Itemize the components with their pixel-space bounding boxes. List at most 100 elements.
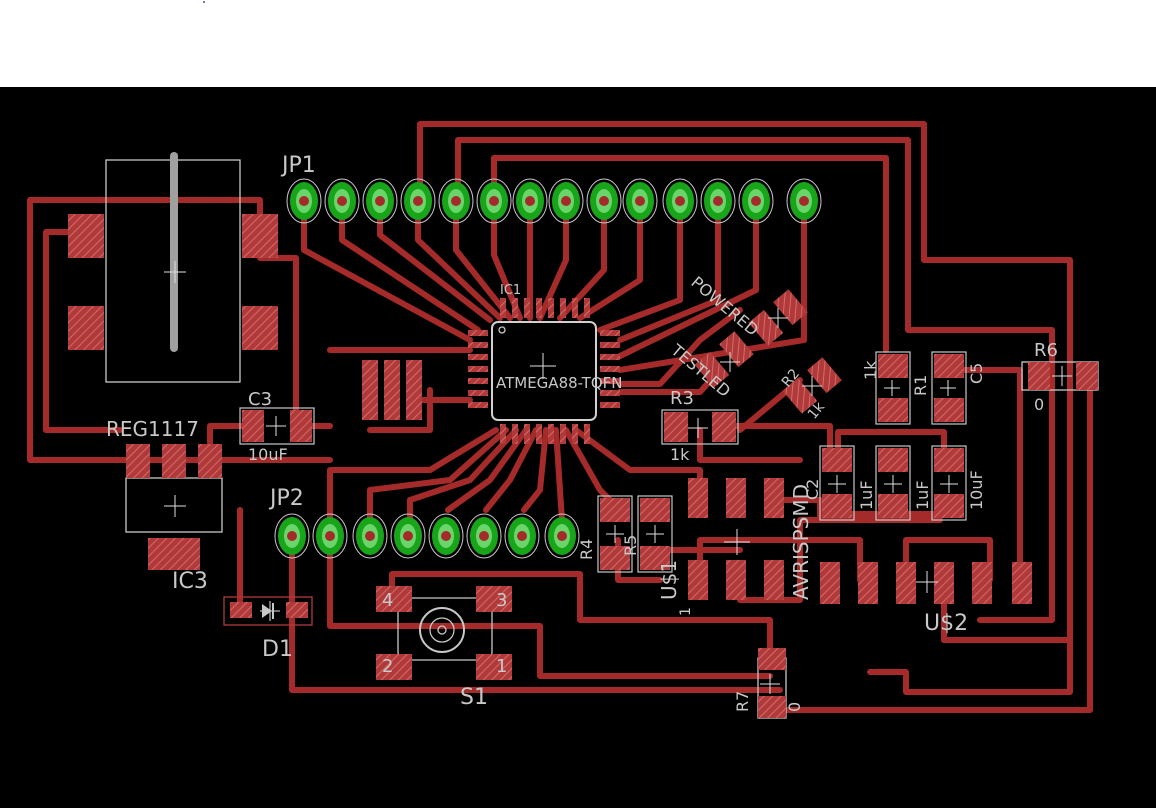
trace-s1 bbox=[327, 537, 773, 679]
jp1-pin-outline bbox=[324, 178, 360, 224]
jp2-pin-outline bbox=[428, 513, 464, 559]
jp1-pin-drill bbox=[561, 196, 571, 206]
jp2-pin-drill bbox=[441, 531, 451, 541]
jp2-pin-outline bbox=[390, 513, 426, 559]
label-c5: C5 bbox=[967, 363, 986, 384]
label-ic1: IC1 bbox=[500, 283, 521, 298]
jp2-header[interactable] bbox=[274, 513, 580, 559]
jp2-pin-outline bbox=[504, 513, 540, 559]
jp2-pin-outline bbox=[274, 513, 310, 559]
jp1-pin-drill bbox=[489, 196, 499, 206]
trace-top-2 bbox=[455, 137, 1055, 623]
jp1-pin-drill bbox=[713, 196, 723, 206]
jp1-pin-drill bbox=[375, 196, 385, 206]
label-c4-value: 1uF bbox=[913, 480, 932, 510]
jp1-pin-outline bbox=[786, 178, 822, 224]
jp1-pin-drill bbox=[799, 196, 809, 206]
label-jp2: JP2 bbox=[268, 486, 304, 511]
label-r1: R1 bbox=[911, 375, 930, 396]
label-s1-pin4-top: 4 bbox=[382, 590, 393, 611]
jp1-pin-drill bbox=[337, 196, 347, 206]
traces bbox=[27, 121, 1093, 713]
jp2-pin-drill bbox=[287, 531, 297, 541]
jp1-pin-outline bbox=[548, 178, 584, 224]
smd-outlines bbox=[239, 351, 967, 573]
jp1-pin-outline bbox=[438, 178, 474, 224]
jp2-pin-drill bbox=[479, 531, 489, 541]
label-r5: R5 bbox=[621, 535, 640, 556]
diode-symbol bbox=[262, 603, 274, 619]
jp1-pin-drill bbox=[599, 196, 609, 206]
jp1-pin-drill bbox=[635, 196, 645, 206]
label-c3: C3 bbox=[248, 389, 272, 410]
trace-top-outer bbox=[417, 121, 1073, 695]
jp1-pin-drill bbox=[413, 196, 423, 206]
window-top-area bbox=[0, 0, 1156, 87]
label-r3-value: 1k bbox=[670, 445, 690, 464]
label-r7-value: 0 bbox=[785, 702, 804, 712]
label-c2: C2 bbox=[803, 479, 822, 500]
jp2-pin-outline bbox=[352, 513, 388, 559]
cursor-dot bbox=[203, 1, 205, 3]
label-r1-value: 1k bbox=[861, 360, 880, 380]
label-c3-value: 10uF bbox=[248, 445, 288, 464]
jp2-pin-drill bbox=[365, 531, 375, 541]
label-r6: R6 bbox=[1034, 340, 1058, 361]
jp2-pin-outline bbox=[466, 513, 502, 559]
jp2-pin-drill bbox=[325, 531, 335, 541]
jp1-pin-outline bbox=[512, 178, 548, 224]
label-reg1117: REG1117 bbox=[106, 417, 199, 441]
trace-caps-top bbox=[835, 429, 947, 465]
jp1-pin-outline bbox=[738, 178, 774, 224]
jp2-pin-outline bbox=[312, 513, 348, 559]
jp1-pin-drill bbox=[751, 196, 761, 206]
label-r6-value: 0 bbox=[1034, 395, 1044, 414]
label-c1-value: 10uF bbox=[967, 470, 986, 510]
trace-jp2-left bbox=[289, 537, 783, 693]
jp1-header[interactable] bbox=[286, 178, 822, 224]
label-u1-pin1: 1 bbox=[678, 607, 694, 616]
label-s1-pin2: 2 bbox=[382, 656, 393, 677]
jp2-pin-drill bbox=[557, 531, 567, 541]
jp1-pin-drill bbox=[675, 196, 685, 206]
trace-ic-left3 bbox=[367, 387, 433, 433]
label-r3: R3 bbox=[670, 388, 694, 409]
label-avrisp: AVRISPSMD bbox=[789, 484, 813, 600]
jp1-pin-outline bbox=[362, 178, 398, 224]
label-ic3: IC3 bbox=[172, 569, 208, 594]
jp1-pin-outline bbox=[622, 178, 658, 224]
jp1-pin-outline bbox=[662, 178, 698, 224]
label-ic1-value: ATMEGA88-TQFN bbox=[496, 374, 623, 392]
d1-outline bbox=[223, 596, 313, 626]
label-u2: U$2 bbox=[924, 611, 968, 636]
jp2-pin-outline bbox=[544, 513, 580, 559]
jp2-pin-drill bbox=[517, 531, 527, 541]
trace-u2 bbox=[903, 537, 993, 583]
label-c2-value: 1uF bbox=[857, 480, 876, 510]
jp1-pin-outline bbox=[586, 178, 622, 224]
trace-r6-right bbox=[777, 371, 1093, 713]
label-jp1: JP1 bbox=[280, 153, 316, 178]
jp1-pin-outline bbox=[286, 178, 322, 224]
jp2-pin-drill bbox=[403, 531, 413, 541]
trace-c5-r6 bbox=[957, 367, 1023, 603]
label-r4: R4 bbox=[577, 539, 596, 560]
jp1-pin-drill bbox=[299, 196, 309, 206]
outlines bbox=[105, 152, 1099, 719]
trace-dc-top bbox=[27, 197, 263, 235]
label-s1-pin3: 3 bbox=[496, 590, 507, 611]
jp1-pin-outline bbox=[400, 178, 436, 224]
pads bbox=[68, 214, 1098, 718]
trace-left-loop bbox=[43, 229, 123, 433]
label-s1-pin1: 1 bbox=[496, 656, 507, 677]
trace-s1-top bbox=[389, 571, 773, 663]
jp1-pin-outline bbox=[700, 178, 736, 224]
origin-marks bbox=[164, 261, 1072, 694]
label-d1: D1 bbox=[262, 637, 293, 662]
jp1-pin-drill bbox=[451, 196, 461, 206]
trace-left-outer bbox=[27, 197, 333, 463]
s1-outline bbox=[397, 597, 493, 661]
jp1-pin-drill bbox=[525, 196, 535, 206]
jp1-pin-outline bbox=[476, 178, 512, 224]
